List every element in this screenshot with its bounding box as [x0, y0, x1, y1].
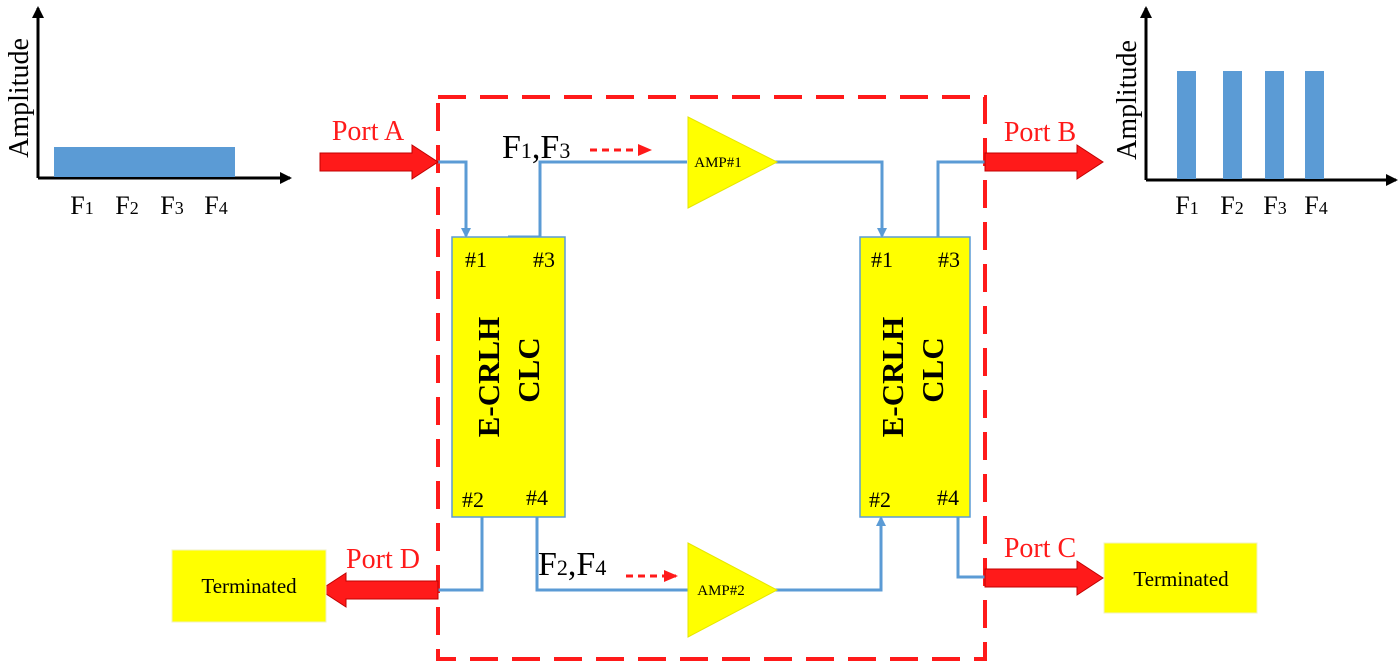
right-coupler-title-line2: CLC: [915, 337, 950, 402]
signal-wires: [438, 160, 985, 592]
amplifier-1: AMP#1: [687, 116, 779, 209]
input-freq-label-1: F1: [70, 191, 93, 220]
amp1-label: AMP#1: [694, 155, 742, 171]
port-d: Port D: [319, 544, 439, 608]
output-freq-label-4: F4: [1304, 191, 1327, 220]
lower-path-frequencies: F2,F4: [538, 546, 606, 583]
wire-porta-to-left-p1: [438, 160, 471, 238]
output-freq-label-3: F3: [1263, 191, 1286, 220]
left-coupler-port1-label: #1: [465, 247, 487, 272]
left-coupler-port3-label: #3: [533, 247, 555, 272]
termination-right-box: [1103, 542, 1258, 614]
amp2-triangle: [687, 542, 779, 638]
wire-left-p2-to-portd: [438, 516, 484, 592]
amplifier-enclosure-dashed-box: [436, 95, 987, 661]
output-spectrum-chart: Amplitude F1 F2 F3 F4: [1112, 6, 1398, 220]
output-spectrum-ylabel: Amplitude: [1112, 40, 1143, 160]
right-coupler: #1 #3 #2 #4 E-CRLH CLC: [859, 236, 971, 518]
port-b: Port B: [984, 117, 1104, 180]
port-a-label: Port A: [332, 116, 405, 147]
upper-path-label: F1,F3: [502, 129, 652, 166]
termination-right: Terminated: [1103, 542, 1258, 614]
port-c-arrow: [984, 560, 1104, 596]
input-spectrum-chart: Amplitude F1 F2 F3 F4: [4, 6, 292, 220]
amplifier-2: AMP#2: [687, 542, 779, 638]
upper-path-frequencies: F1,F3: [502, 129, 570, 166]
wire-amp2-to-right-p2: [775, 516, 886, 592]
input-freq-label-4: F4: [204, 191, 227, 220]
port-b-arrow: [984, 144, 1104, 180]
port-d-arrow: [319, 572, 439, 608]
input-spectrum-wideband-bar: [54, 147, 235, 177]
port-c: Port C: [984, 533, 1104, 596]
wire-left-p4-to-amp2: [535, 516, 688, 592]
output-spectrum-bar-f1: [1177, 71, 1196, 179]
left-coupler-port4-label: #4: [526, 485, 548, 510]
output-spectrum-bar-f4: [1305, 71, 1324, 179]
wire-right-p4-to-portc: [956, 516, 985, 579]
wire-right-p3-to-portb: [936, 160, 985, 237]
output-freq-label-2: F2: [1220, 191, 1243, 220]
input-freq-label-2: F2: [115, 191, 138, 220]
output-spectrum-bar-f3: [1265, 71, 1284, 179]
output-spectrum-bar-f2: [1223, 71, 1242, 179]
right-coupler-port3-label: #3: [938, 247, 960, 272]
right-coupler-port1-label: #1: [871, 247, 893, 272]
right-coupler-port2-label: #2: [869, 487, 891, 512]
amp2-label: AMP#2: [697, 583, 745, 599]
right-coupler-port4-label: #4: [937, 485, 959, 510]
wire-left-p3-to-amp1: [508, 160, 687, 239]
termination-right-label: Terminated: [1133, 567, 1229, 591]
wire-amp1-to-right-p1: [775, 160, 887, 238]
port-c-label: Port C: [1004, 533, 1076, 564]
left-coupler-title-line2: CLC: [511, 337, 546, 402]
left-coupler-port2-label: #2: [462, 487, 484, 512]
port-b-label: Port B: [1004, 117, 1076, 148]
termination-left-box: [171, 549, 327, 623]
left-coupler-title-line1: E-CRLH: [471, 317, 506, 438]
left-coupler: #1 #3 #2 #4 E-CRLH CLC: [451, 236, 566, 518]
termination-left: Terminated: [171, 549, 327, 623]
port-a: Port A: [319, 116, 439, 180]
output-freq-label-1: F1: [1175, 191, 1198, 220]
port-d-label: Port D: [346, 544, 420, 575]
left-coupler-block: [451, 236, 566, 518]
termination-left-label: Terminated: [201, 574, 297, 598]
amp1-triangle: [687, 116, 779, 209]
input-spectrum-ylabel: Amplitude: [4, 38, 35, 158]
lower-path-label: F2,F4: [538, 546, 678, 583]
input-freq-label-3: F3: [160, 191, 183, 220]
port-a-arrow: [319, 144, 439, 180]
right-coupler-block: [859, 236, 971, 518]
right-coupler-title-line1: E-CRLH: [875, 317, 910, 438]
